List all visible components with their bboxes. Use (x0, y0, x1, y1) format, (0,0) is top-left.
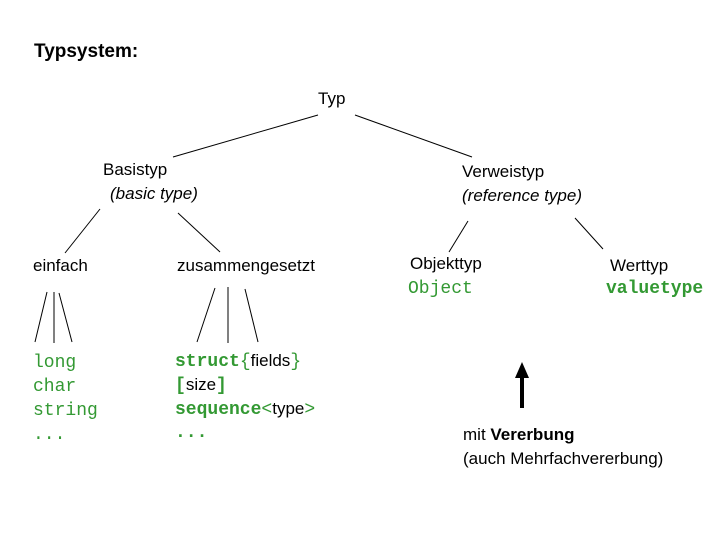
page-title: Typsystem: (34, 41, 139, 62)
annotation-prefix: mit (463, 425, 491, 444)
edge-einfach-leaf-right (58, 292, 73, 343)
arg-type: type (272, 399, 305, 418)
edge-basistyp-zusammengesetzt (177, 212, 221, 253)
example-ellipsis: ... (33, 425, 66, 445)
node-werttyp-idl: valuetype (606, 279, 704, 299)
example-char: char (33, 377, 77, 397)
annotation-emphasis: Vererbung (490, 425, 575, 444)
annotation-line-2: (auch Mehrfachvererbung) (463, 449, 664, 468)
example-sequence: sequence<type> (175, 397, 315, 421)
annotation-line-1: mit Vererbung (463, 423, 663, 447)
node-werttyp: Werttyp (610, 256, 669, 275)
node-verweistyp-subtitle: (reference type) (462, 186, 582, 205)
open-angle: < (261, 400, 273, 420)
keyword-sequence: sequence (175, 400, 262, 420)
edge-einfach-leaf-left (34, 291, 48, 343)
edge-zusammengesetzt-leaf-left (196, 287, 216, 343)
close-brace: } (290, 352, 302, 372)
example-long: long (33, 353, 77, 373)
edge-typ-verweistyp (354, 114, 473, 158)
edge-verweistyp-objekttyp (448, 220, 469, 253)
example-string: string (33, 401, 98, 421)
example-array: [size] (175, 373, 315, 397)
keyword-struct: struct (175, 352, 240, 372)
node-objekttyp: Objekttyp (410, 254, 482, 273)
node-basistyp: Basistyp (103, 160, 168, 179)
edge-typ-basistyp (172, 114, 319, 158)
arg-size: size (185, 375, 217, 394)
node-zusammengesetzt: zusammengesetzt (177, 256, 315, 275)
node-objekttyp-idl: Object (408, 279, 473, 299)
node-basistyp-subtitle: (basic type) (110, 184, 198, 203)
inheritance-arrow (515, 362, 529, 408)
einfach-examples: long char string ... (33, 351, 98, 447)
open-bracket: [ (175, 376, 186, 396)
node-typ: Typ (318, 89, 346, 108)
close-angle: > (304, 400, 316, 420)
example-struct: struct{fields} (175, 349, 315, 373)
inheritance-annotation: mit Vererbung (auch Mehrfachvererbung) (463, 423, 663, 471)
edge-verweistyp-werttyp (574, 217, 604, 250)
zusammengesetzt-examples: struct{fields} [size] sequence<type> ... (175, 349, 315, 445)
node-verweistyp: Verweistyp (462, 162, 545, 181)
node-einfach: einfach (33, 256, 88, 275)
example-ellipsis: ... (175, 423, 208, 443)
edge-zusammengesetzt-leaf-right (244, 288, 259, 343)
open-brace: { (239, 352, 251, 372)
close-bracket: ] (216, 376, 227, 396)
edge-basistyp-einfach (64, 208, 101, 254)
arg-fields: fields (250, 351, 291, 370)
